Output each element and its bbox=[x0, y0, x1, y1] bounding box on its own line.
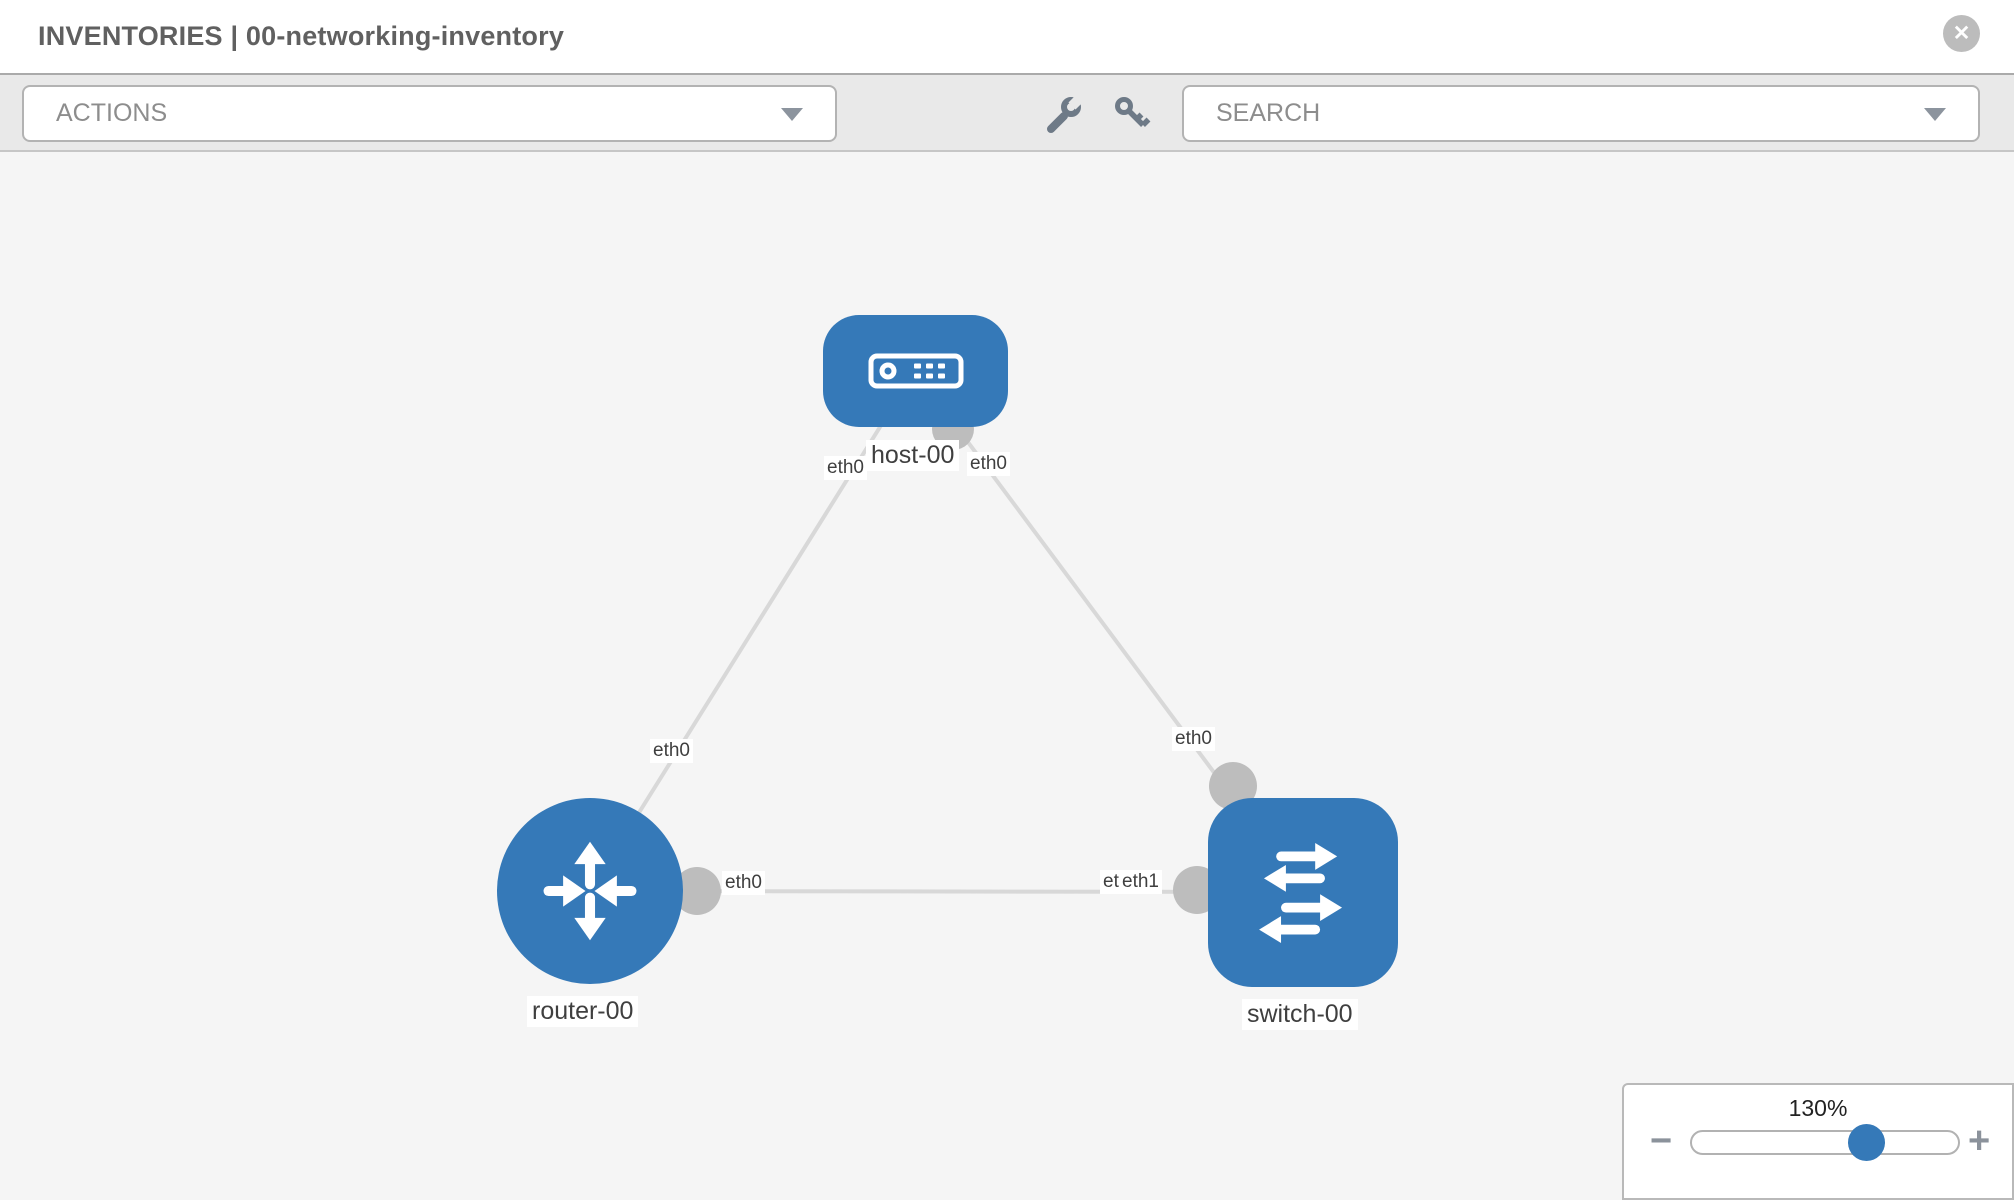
zoom-control-panel: 130% − + bbox=[1622, 1083, 2014, 1200]
interface-label-router-eth0-to-switch: eth0 bbox=[722, 871, 765, 895]
wrench-icon[interactable] bbox=[1045, 92, 1086, 135]
host-icon bbox=[868, 353, 963, 389]
topology-links bbox=[588, 369, 1305, 915]
actions-dropdown[interactable]: ACTIONS bbox=[22, 85, 837, 142]
node-router-00[interactable] bbox=[497, 798, 683, 984]
zoom-out-button[interactable]: − bbox=[1650, 1120, 1673, 1162]
zoom-level-value: 130% bbox=[1788, 1095, 1848, 1121]
close-icon: ✕ bbox=[1952, 22, 1971, 45]
page-title: INVENTORIES | 00-networking-inventory bbox=[38, 21, 565, 51]
node-label-host-00: host-00 bbox=[866, 440, 960, 471]
node-switch-00[interactable] bbox=[1208, 798, 1398, 987]
node-label-switch-00: switch-00 bbox=[1242, 999, 1358, 1030]
router-icon bbox=[543, 841, 637, 941]
close-button[interactable]: ✕ bbox=[1943, 15, 1980, 52]
toolbar: ACTIONS SEARCH bbox=[0, 73, 2014, 152]
interface-label-switch-eth0-to-host: eth0 bbox=[1172, 727, 1215, 751]
interface-label-host-eth0-to-switch: eth0 bbox=[967, 452, 1010, 476]
search-placeholder: SEARCH bbox=[1216, 99, 1321, 127]
chevron-down-icon bbox=[781, 107, 803, 121]
zoom-in-button[interactable]: + bbox=[1968, 1120, 1991, 1162]
switch-icon bbox=[1259, 842, 1343, 943]
chevron-down-icon bbox=[1924, 107, 1946, 121]
search-dropdown[interactable]: SEARCH bbox=[1182, 85, 1980, 142]
key-icon[interactable] bbox=[1113, 95, 1153, 135]
node-host-00[interactable] bbox=[823, 315, 1008, 427]
topology-canvas[interactable]: host-00 router-00 switch-00 eth0 eth0 et… bbox=[0, 152, 2014, 1200]
actions-dropdown-label: ACTIONS bbox=[56, 99, 168, 127]
interface-label-switch-eth1-to-router: eth1 bbox=[1119, 870, 1162, 894]
zoom-slider-handle[interactable] bbox=[1848, 1124, 1885, 1161]
interface-label-host-eth0-to-router: eth0 bbox=[824, 456, 867, 480]
header: INVENTORIES | 00-networking-inventory ✕ bbox=[0, 0, 2014, 73]
interface-label-router-eth0-to-host: eth0 bbox=[650, 739, 693, 763]
node-label-router-00: router-00 bbox=[527, 996, 639, 1027]
zoom-slider-track[interactable] bbox=[1690, 1124, 1960, 1161]
